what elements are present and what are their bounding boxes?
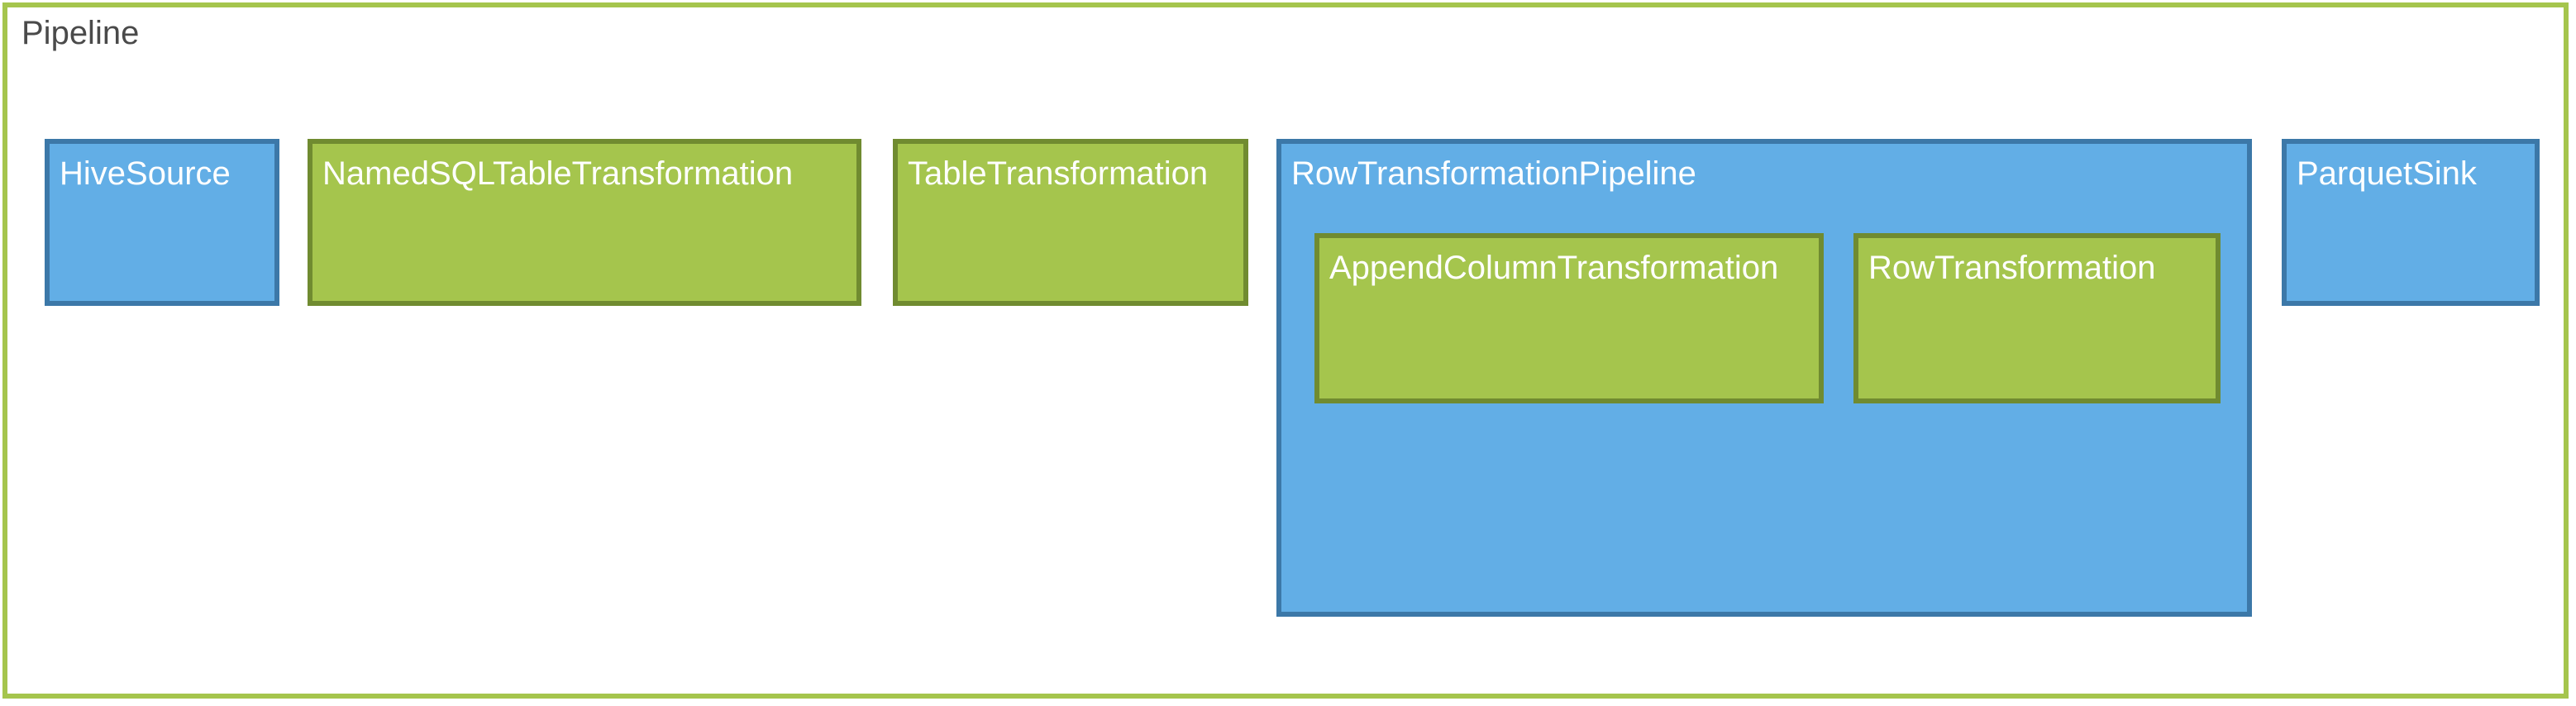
stage-parquet-sink[interactable]: ParquetSink xyxy=(2282,139,2540,306)
stage-append-column-transformation[interactable]: AppendColumnTransformation xyxy=(1314,233,1824,403)
stage-label: TableTransformation xyxy=(908,155,1209,192)
stage-label: HiveSource xyxy=(60,155,231,192)
pipeline-title: Pipeline xyxy=(21,15,140,51)
stage-label: AppendColumnTransformation xyxy=(1329,250,1779,286)
stage-label: ParquetSink xyxy=(2297,155,2477,192)
stage-table-transformation[interactable]: TableTransformation xyxy=(893,139,1248,306)
stage-label: RowTransformationPipeline xyxy=(1291,155,1696,192)
stage-row-transformation[interactable]: RowTransformation xyxy=(1853,233,2221,403)
stage-hive-source[interactable]: HiveSource xyxy=(45,139,279,306)
stage-named-sql-table-transformation[interactable]: NamedSQLTableTransformation xyxy=(308,139,861,306)
stage-row-transformation-pipeline[interactable]: RowTransformationPipeline AppendColumnTr… xyxy=(1276,139,2252,617)
stage-label: RowTransformation xyxy=(1868,250,2156,286)
stage-label: NamedSQLTableTransformation xyxy=(322,155,794,192)
